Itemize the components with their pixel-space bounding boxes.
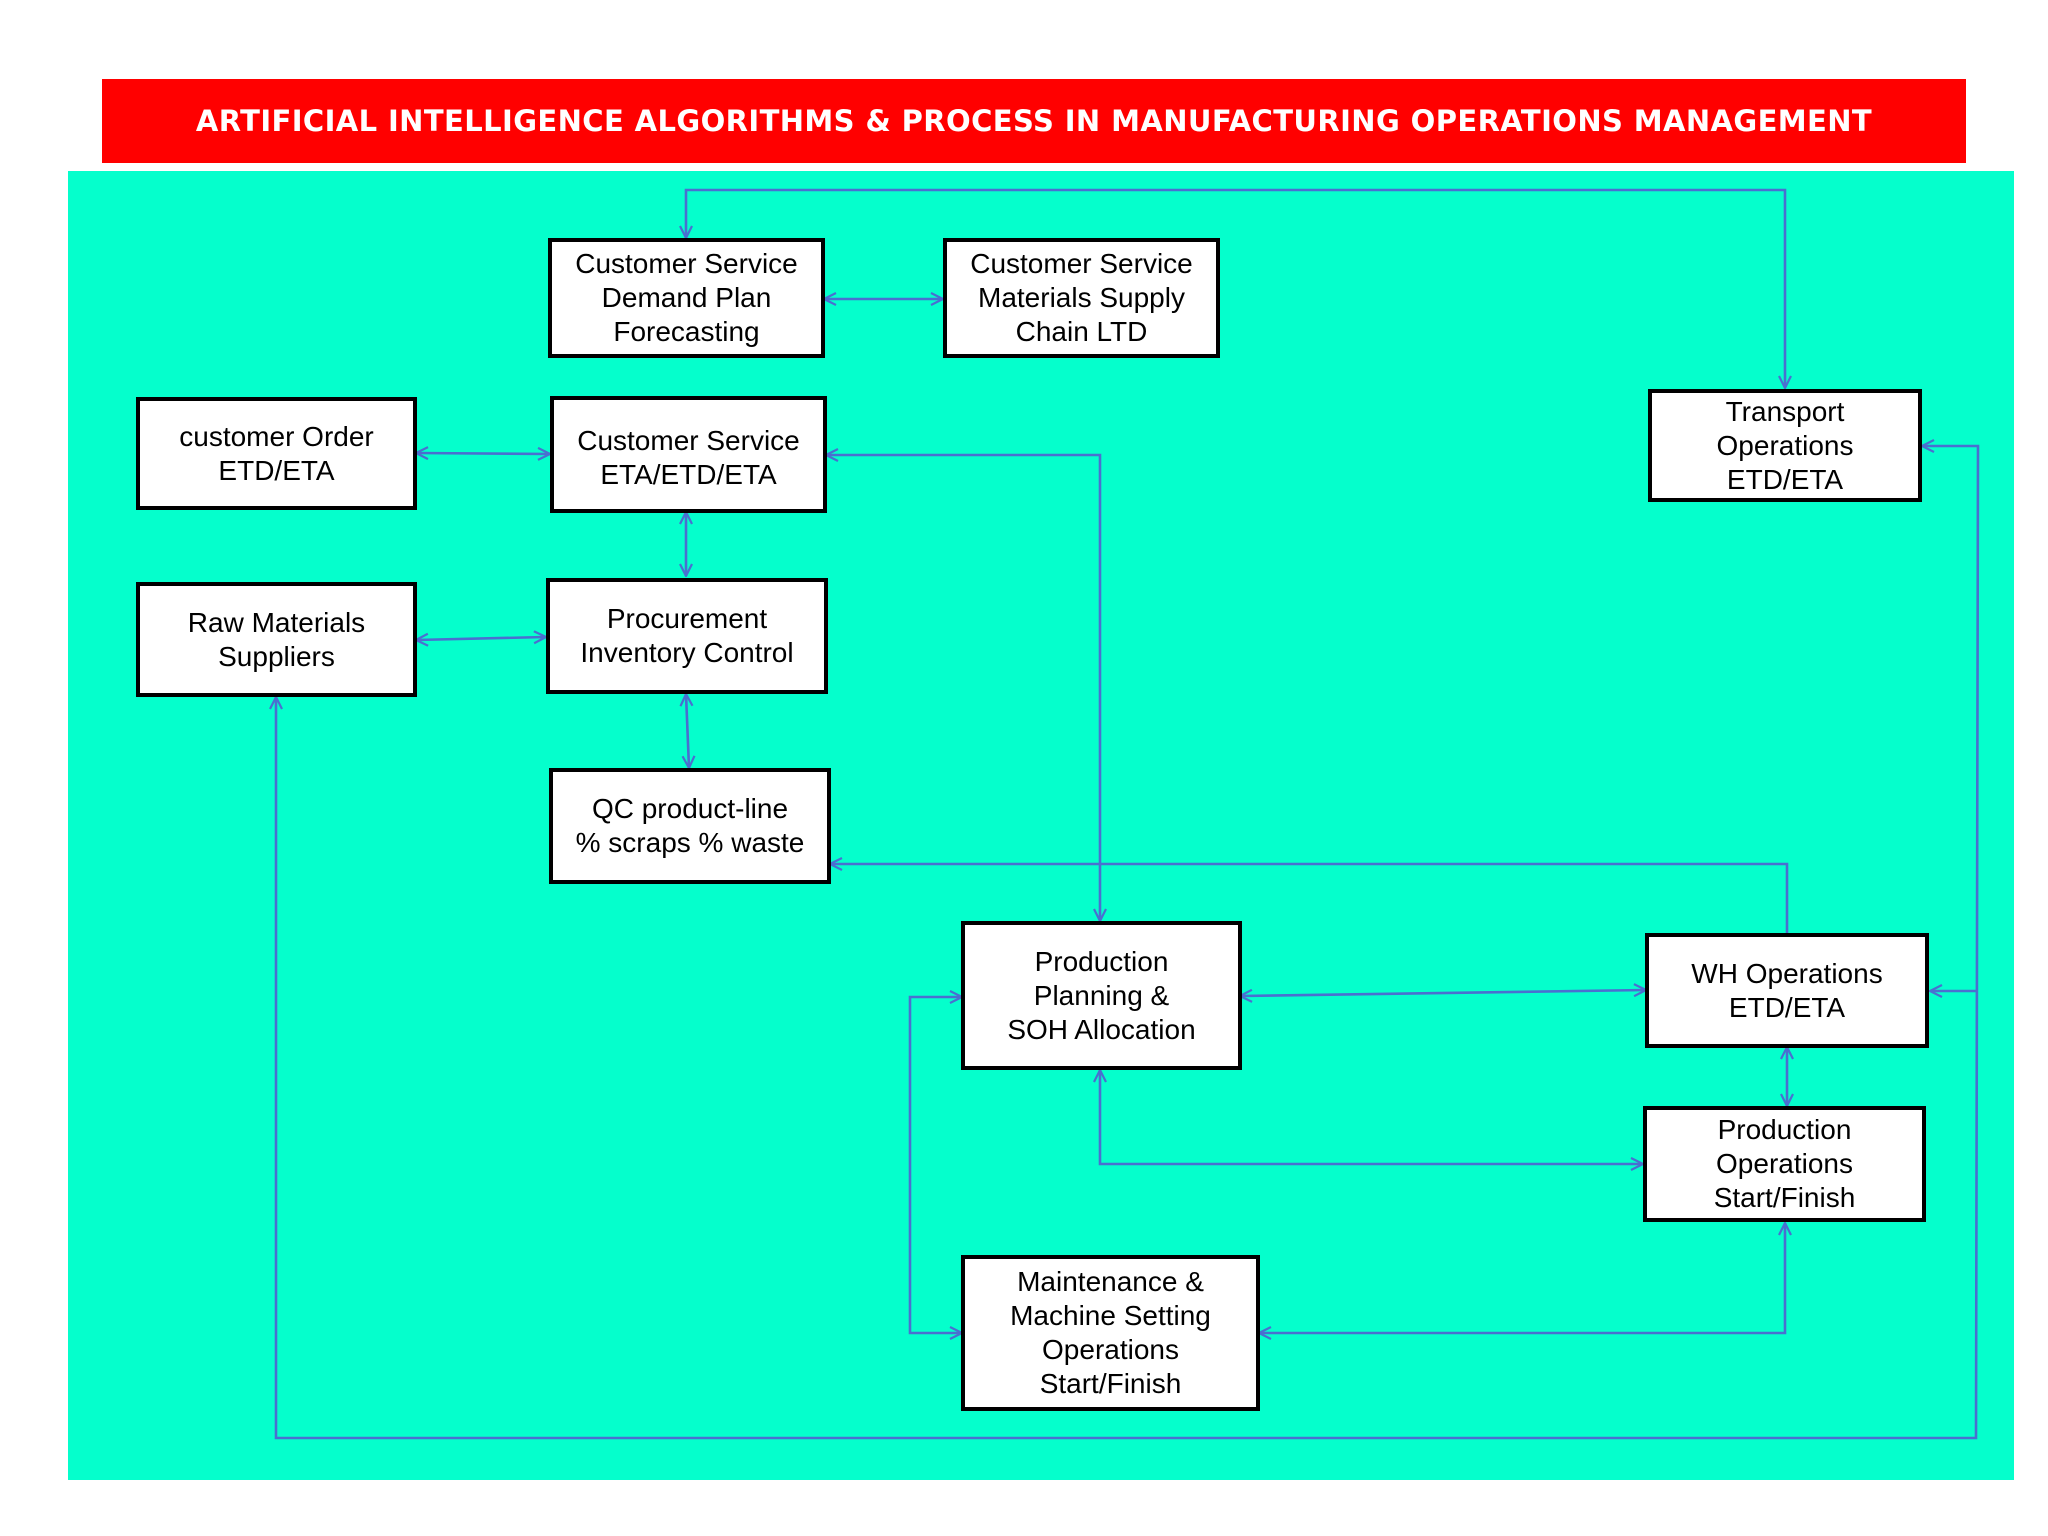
node-line: Operations: [1042, 1334, 1179, 1365]
node-customer-service-demand-plan[interactable]: Customer Service Demand Plan Forecasting: [548, 238, 825, 358]
node-customer-order[interactable]: customer Order ETD/ETA: [136, 397, 417, 510]
node-line: % scraps % waste: [575, 827, 805, 858]
node-maintenance-machine-setting[interactable]: Maintenance & Machine Setting Operations…: [961, 1255, 1260, 1411]
node-raw-materials-suppliers[interactable]: Raw Materials Suppliers: [136, 582, 417, 697]
node-line: Operations: [1716, 429, 1854, 461]
node-line: Procurement: [606, 603, 768, 634]
node-line: ETD/ETA: [1728, 991, 1846, 1023]
node-line: customer Order: [179, 420, 374, 452]
node-line: Raw Materials: [187, 606, 366, 638]
node-production-planning[interactable]: Production Planning & SOH Allocation: [961, 921, 1242, 1070]
node-line: WH Operations: [1691, 957, 1883, 989]
node-wh-operations[interactable]: WH Operations ETD/ETA: [1645, 933, 1929, 1048]
node-line: Start/Finish: [1039, 1368, 1182, 1399]
node-line: ETD/ETA: [1726, 463, 1844, 495]
node-line: SOH Allocation: [1007, 1013, 1196, 1045]
node-qc-product-line[interactable]: QC product-line % scraps % waste: [549, 768, 831, 884]
node-line: Customer Service: [575, 248, 798, 279]
diagram-title: ARTIFICIAL INTELLIGENCE ALGORITHMS & PRO…: [195, 104, 1873, 138]
node-customer-service-materials-supply[interactable]: Customer Service Materials Supply Chain …: [943, 238, 1220, 358]
node-line: Maintenance &: [1017, 1266, 1204, 1297]
node-transport-operations[interactable]: Transport Operations ETD/ETA: [1648, 389, 1922, 502]
node-line: Planning &: [1033, 979, 1170, 1011]
node-line: Start/Finish: [1713, 1182, 1856, 1213]
node-line: Demand Plan: [601, 282, 772, 313]
node-line: Transport: [1725, 395, 1845, 427]
node-procurement-inventory[interactable]: Procurement Inventory Control: [546, 578, 828, 694]
node-line: Customer Service: [577, 425, 800, 456]
node-line: Materials Supply: [978, 282, 1185, 313]
title-banner: ARTIFICIAL INTELLIGENCE ALGORITHMS & PRO…: [102, 79, 1966, 163]
node-line: Forecasting: [613, 316, 760, 347]
node-line: Machine Setting: [1010, 1300, 1211, 1331]
node-line: Production: [1034, 945, 1169, 977]
node-line: ETA/ETD/ETA: [600, 459, 777, 490]
node-line: QC product-line: [591, 793, 789, 824]
node-line: ETD/ETA: [218, 454, 335, 486]
node-line: Customer Service: [970, 248, 1193, 279]
node-line: Chain LTD: [1015, 316, 1148, 347]
node-line: Suppliers: [218, 640, 335, 672]
node-line: Production: [1717, 1114, 1852, 1145]
node-line: Operations: [1716, 1148, 1853, 1179]
node-production-operations[interactable]: Production Operations Start/Finish: [1643, 1106, 1926, 1222]
node-customer-service-eta[interactable]: Customer Service ETA/ETD/ETA: [550, 396, 827, 513]
node-line: Inventory Control: [580, 637, 794, 668]
